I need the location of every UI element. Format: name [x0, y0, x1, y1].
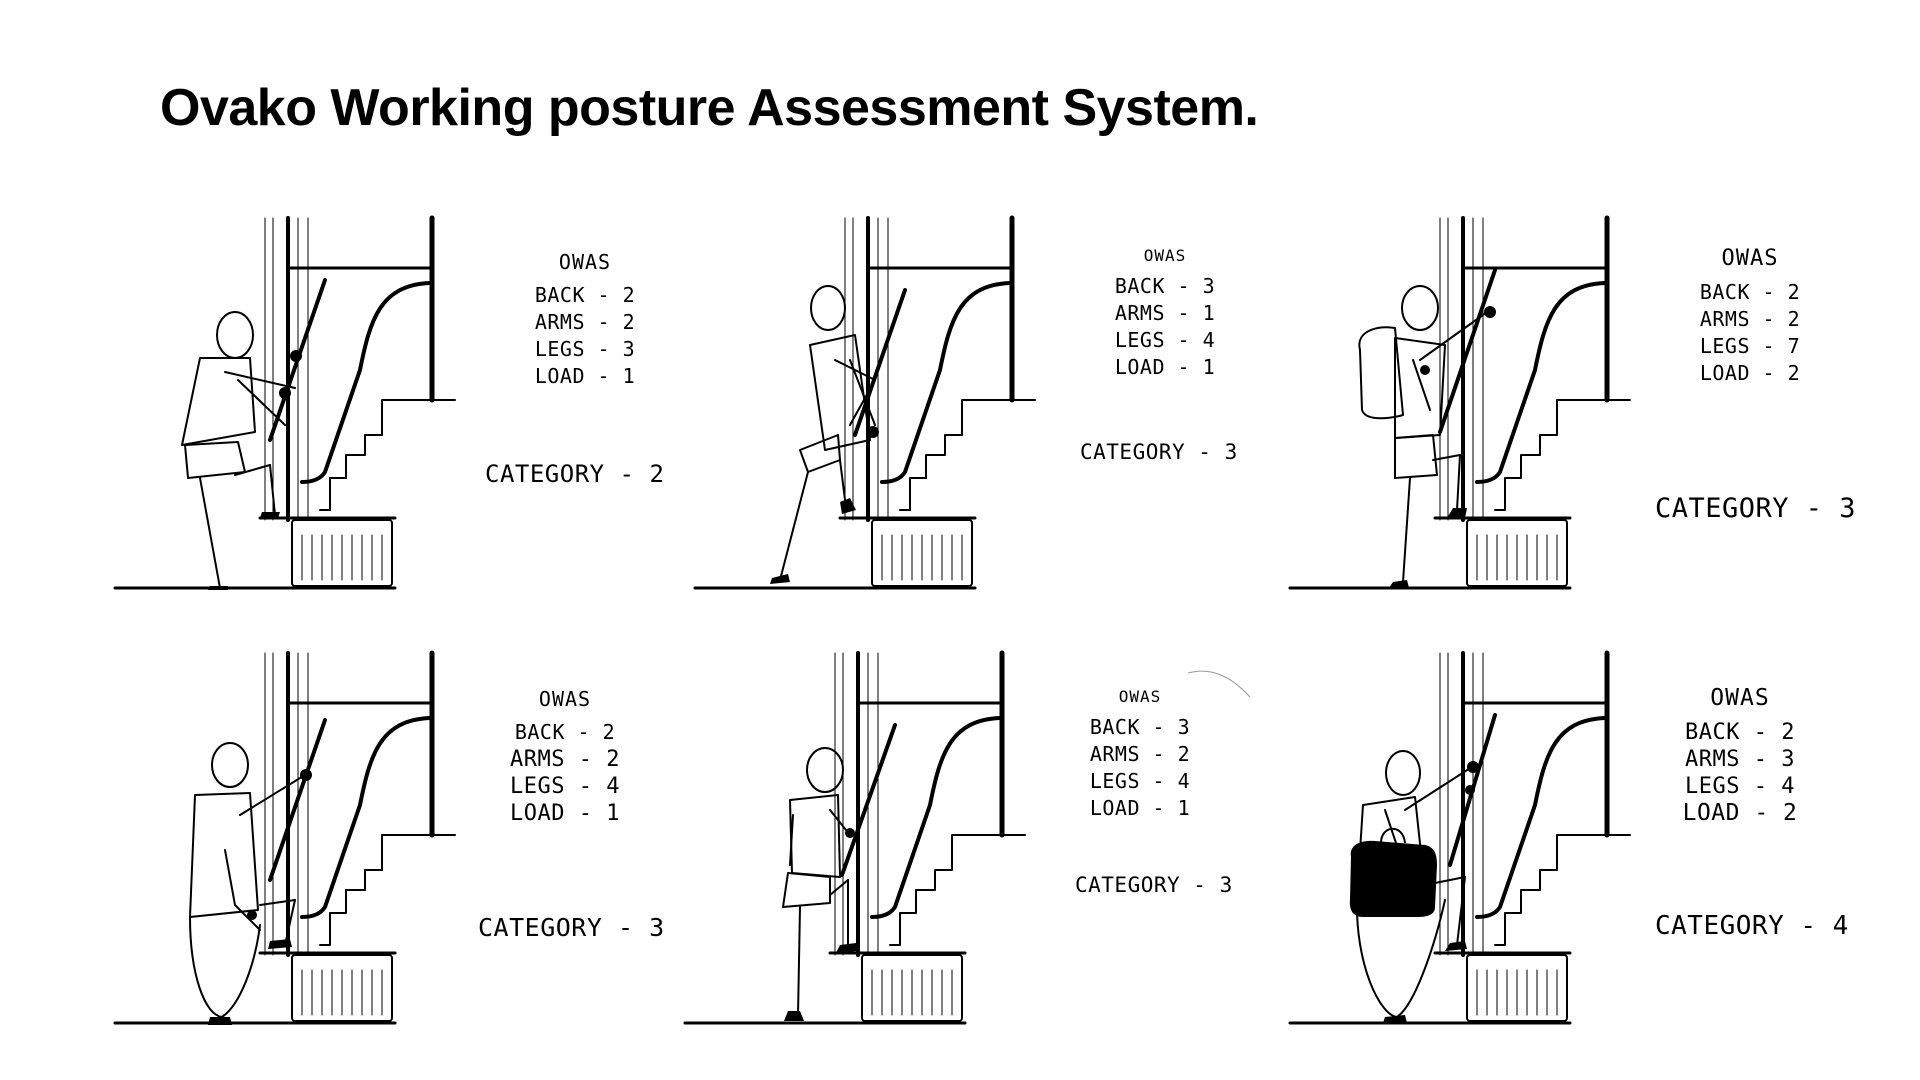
category-label: CATEGORY - 2 — [485, 460, 665, 488]
panel-5: OWAS BACK - 3 ARMS - 2 LEGS - 4 LOAD - 1… — [680, 645, 1280, 1065]
back-score: BACK - 2 — [514, 720, 616, 744]
panel-2: OWAS BACK - 3 ARMS - 1 LEGS - 4 LOAD - 1… — [690, 210, 1290, 630]
arms-score: ARMS - 2 — [1089, 742, 1191, 766]
legs-score: LEGS - 3 — [534, 337, 636, 361]
owas-heading: OWAS — [1710, 685, 1770, 711]
arms-score: ARMS - 3 — [1685, 747, 1795, 772]
category-label: CATEGORY - 4 — [1655, 911, 1849, 941]
owas-scores: OWAS BACK - 2 ARMS - 2 LEGS - 4 LOAD - 1 — [490, 687, 640, 827]
back-score: BACK - 3 — [1089, 715, 1191, 739]
back-score: BACK - 2 — [1699, 280, 1801, 304]
stair-scene — [693, 215, 1036, 590]
arms-score: ARMS - 1 — [1114, 301, 1216, 325]
category-label: CATEGORY - 3 — [478, 913, 665, 942]
owas-scores: OWAS BACK - 2 ARMS - 2 LEGS - 3 LOAD - 1 — [510, 250, 660, 390]
arms-score: ARMS - 2 — [534, 310, 636, 334]
owas-heading: OWAS — [1721, 246, 1779, 271]
panel-6: OWAS BACK - 2 ARMS - 3 LEGS - 4 LOAD - 2… — [1285, 645, 1885, 1065]
category-label: CATEGORY - 3 — [1075, 873, 1233, 897]
back-score: BACK - 3 — [1114, 274, 1216, 298]
owas-heading: OWAS — [558, 250, 612, 274]
stair-scene — [1288, 215, 1631, 590]
owas-scores: OWAS BACK - 2 ARMS - 3 LEGS - 4 LOAD - 2 — [1665, 685, 1815, 827]
legs-score: LEGS - 4 — [510, 774, 620, 799]
stair-scene — [1288, 650, 1631, 1025]
owas-heading: OWAS — [1118, 687, 1162, 706]
back-score: BACK - 2 — [1685, 720, 1795, 745]
owas-scores: OWAS BACK - 3 ARMS - 1 LEGS - 4 LOAD - 1 — [1090, 246, 1240, 381]
back-score: BACK - 2 — [534, 283, 636, 307]
stair-scene — [113, 215, 456, 590]
category-label: CATEGORY - 3 — [1655, 493, 1857, 524]
stair-scene — [683, 650, 1026, 1025]
load-score: LOAD - 2 — [1699, 361, 1801, 385]
panel-4: OWAS BACK - 2 ARMS - 2 LEGS - 4 LOAD - 1… — [110, 645, 710, 1065]
owas-scores: OWAS BACK - 2 ARMS - 2 LEGS - 7 LOAD - 2 — [1675, 246, 1825, 387]
load-score: LOAD - 1 — [534, 364, 636, 388]
load-score: LOAD - 2 — [1682, 800, 1798, 826]
owas-heading: OWAS — [538, 687, 592, 711]
panel-1: OWAS BACK - 2 ARMS - 2 LEGS - 3 LOAD - 1… — [110, 210, 710, 630]
pencil-mark — [1187, 670, 1251, 698]
load-score: LOAD - 1 — [1114, 355, 1216, 379]
owas-scores: OWAS BACK - 3 ARMS - 2 LEGS - 4 LOAD - 1 — [1065, 687, 1215, 822]
load-score: LOAD - 1 — [510, 801, 620, 826]
category-label: CATEGORY - 3 — [1080, 440, 1238, 464]
load-score: LOAD - 1 — [1089, 796, 1191, 820]
legs-score: LEGS - 7 — [1699, 334, 1801, 358]
arms-score: ARMS - 2 — [1699, 307, 1801, 331]
legs-score: LEGS - 4 — [1685, 774, 1795, 799]
panel-3: OWAS BACK - 2 ARMS - 2 LEGS - 7 LOAD - 2… — [1285, 210, 1885, 630]
stair-scene — [113, 650, 456, 1025]
owas-heading: OWAS — [1143, 246, 1187, 265]
page-title: Ovako Working posture Assessment System. — [160, 79, 1259, 137]
legs-score: LEGS - 4 — [1089, 769, 1191, 793]
legs-score: LEGS - 4 — [1114, 328, 1216, 352]
arms-score: ARMS - 2 — [510, 747, 620, 772]
